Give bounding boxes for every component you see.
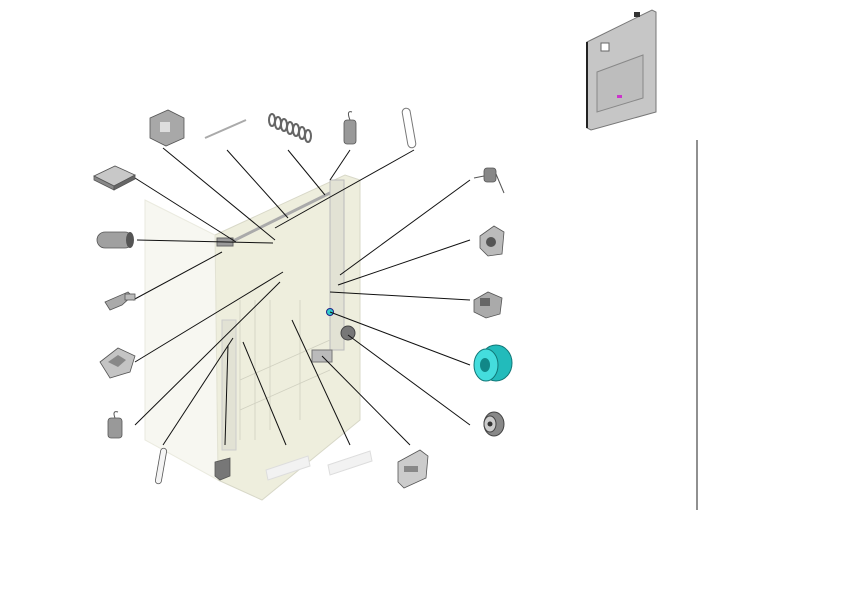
part-lever-latch: [104, 291, 136, 311]
leader-lines: [132, 147, 471, 446]
part-connector: [473, 291, 503, 319]
part-clip: [99, 347, 136, 379]
part-roller: [473, 344, 513, 382]
part-tube: [96, 231, 134, 249]
part-compression-spring-small: [107, 411, 123, 439]
part-torsion-spring: [473, 167, 505, 194]
part-white-strip-1: [265, 455, 311, 481]
part-rod: [204, 119, 247, 139]
part-extension-spring: [343, 111, 357, 145]
part-white-strip-2: [327, 450, 373, 476]
part-l-bracket: [214, 457, 231, 481]
main-frame-assembly: [144, 174, 361, 501]
part-loop-spring: [401, 107, 417, 149]
part-u-bracket: [149, 109, 185, 147]
part-bushing-holder: [479, 225, 505, 257]
part-knob-gear: [483, 411, 505, 437]
part-guide-bracket: [397, 449, 429, 489]
part-pin: [154, 447, 168, 485]
part-plate-block: [93, 165, 136, 191]
part-coil-spring: [268, 113, 312, 143]
assembly-thumbnail: [586, 9, 657, 131]
